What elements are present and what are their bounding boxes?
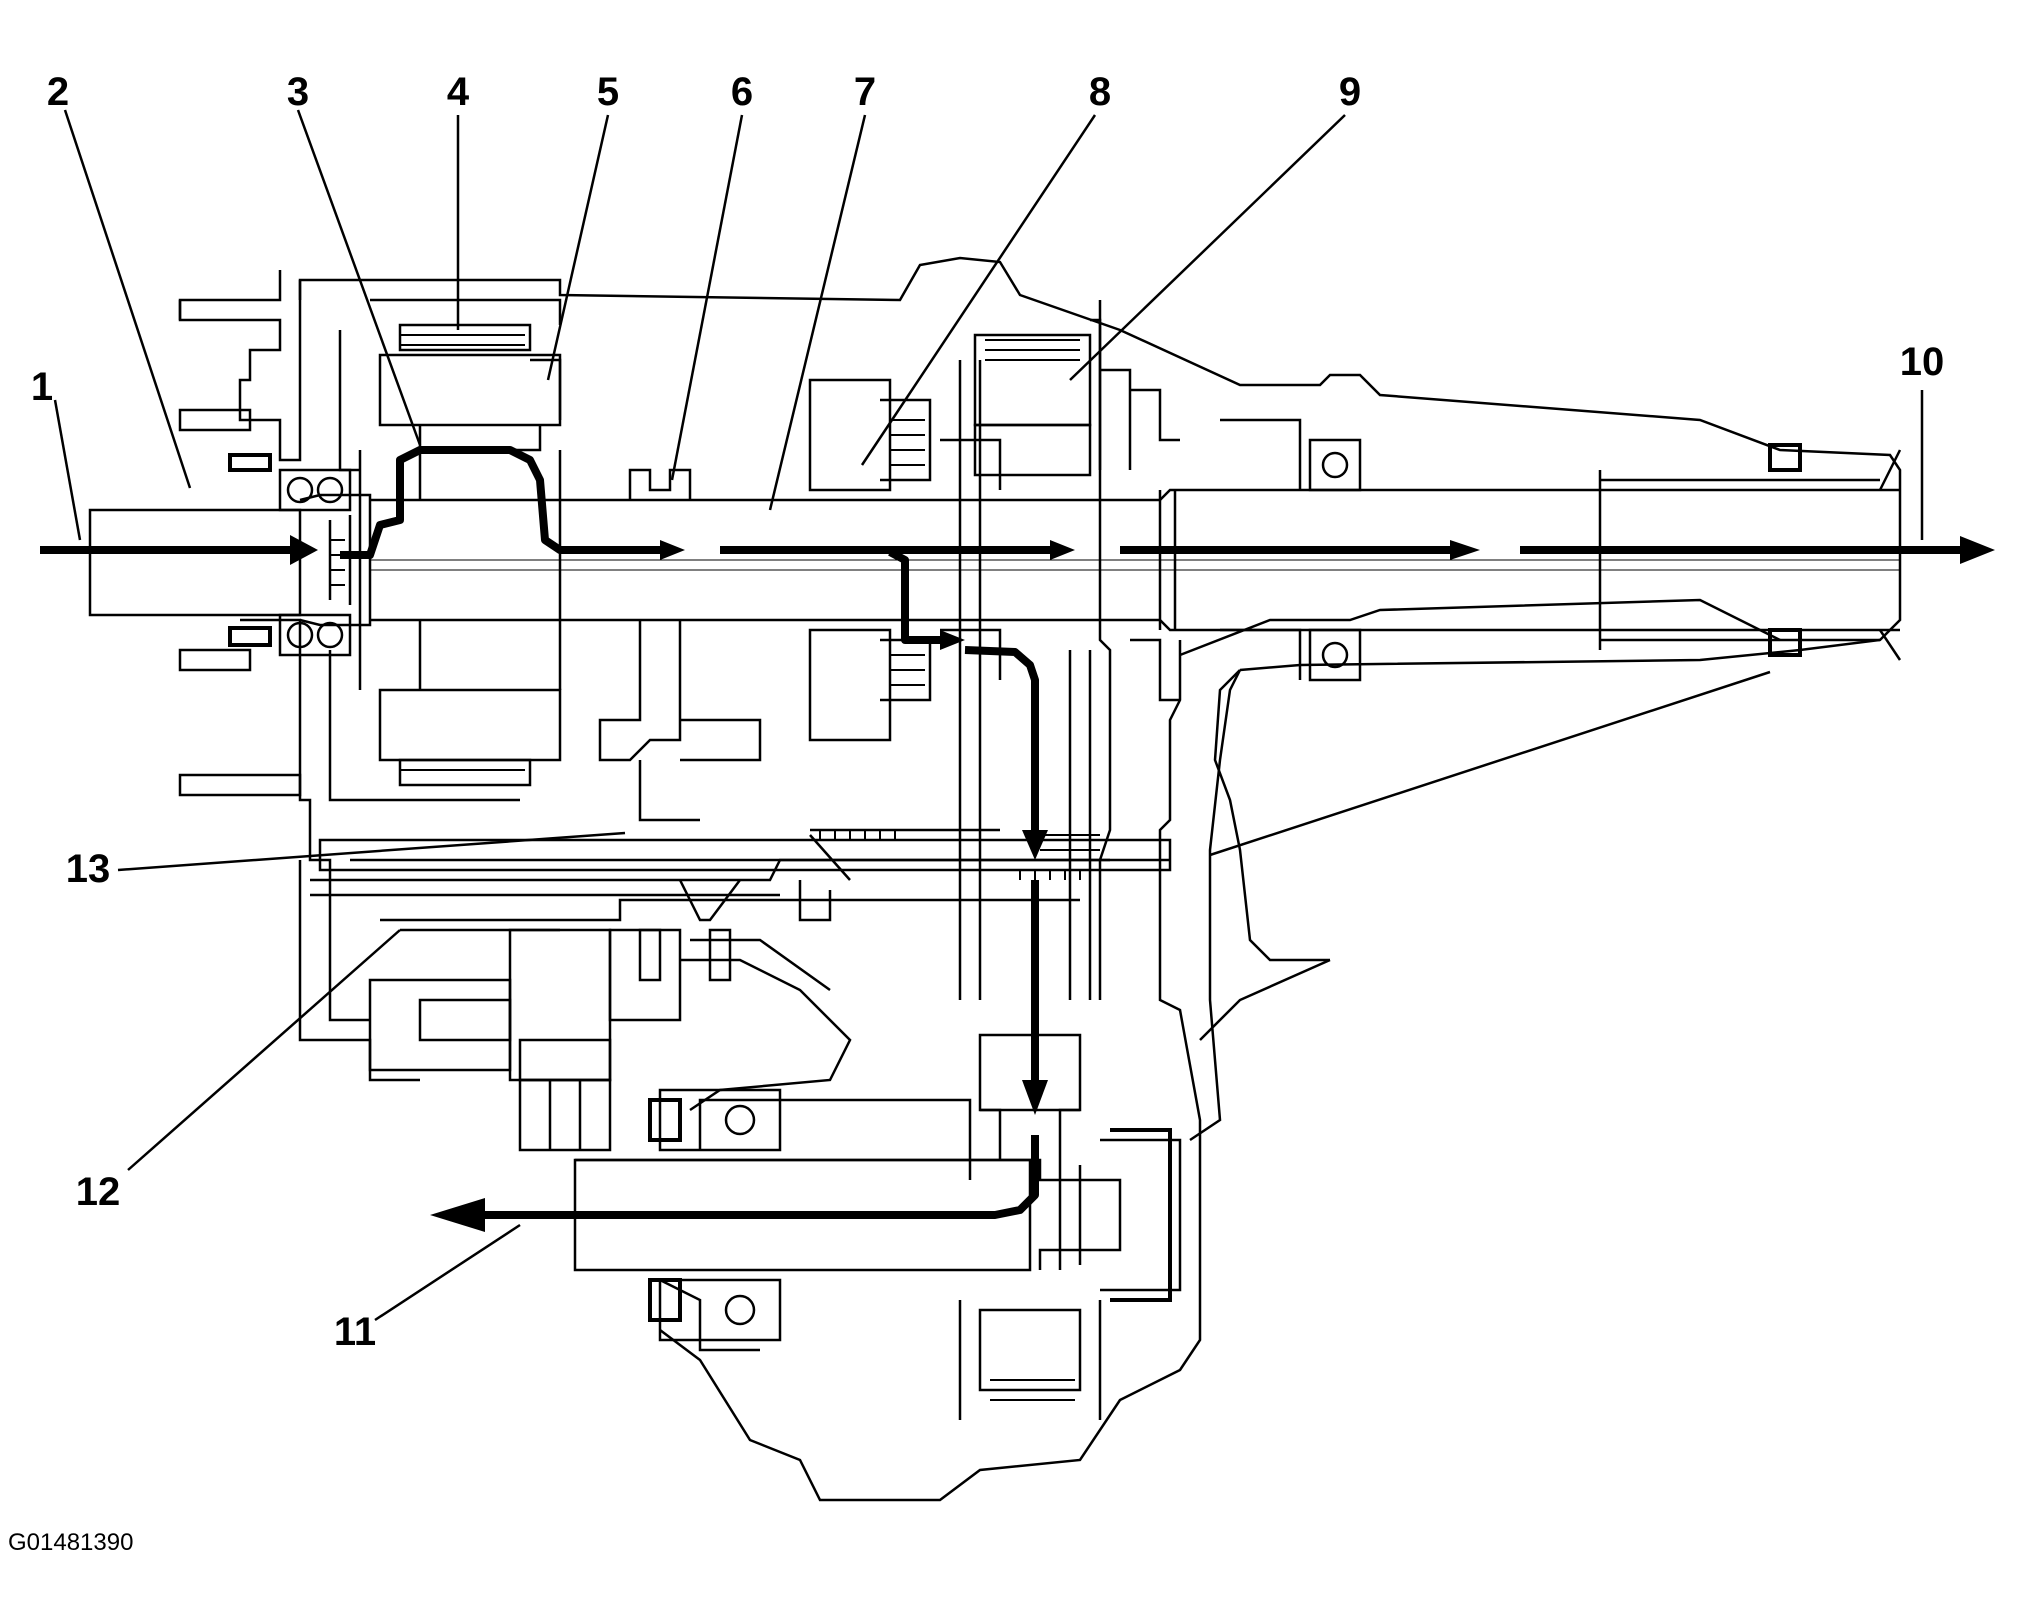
planetary-flow-arrowhead bbox=[660, 540, 685, 560]
front-output-shaft bbox=[575, 1088, 1182, 1342]
callout-8: 8 bbox=[1089, 70, 1111, 114]
clutch-flow-arrowhead bbox=[940, 630, 965, 650]
mainshaft-flow-arrowhead-2 bbox=[1450, 540, 1480, 560]
leader-11b bbox=[1209, 670, 1771, 857]
driven-sprocket-flow-arrowhead bbox=[1022, 1080, 1048, 1115]
callout-7: 7 bbox=[854, 70, 876, 114]
callout-5: 5 bbox=[597, 70, 619, 114]
mainshaft-flow-arrowhead-1 bbox=[1050, 540, 1075, 560]
leader-7 bbox=[768, 114, 867, 511]
callout-3: 3 bbox=[287, 70, 309, 114]
planetary-gearset bbox=[328, 298, 562, 802]
leader-8 bbox=[860, 114, 1097, 466]
callout-13: 13 bbox=[66, 847, 111, 891]
main-shaft bbox=[88, 449, 1902, 661]
input-flow-arrowhead bbox=[290, 535, 318, 565]
leader-lines bbox=[53, 109, 1924, 1322]
leader-3 bbox=[296, 109, 422, 446]
callout-6: 6 bbox=[731, 70, 753, 114]
leader-2 bbox=[63, 109, 192, 489]
rear-output-arrowhead bbox=[1960, 536, 1995, 564]
leader-12 bbox=[127, 929, 401, 1171]
leader-13 bbox=[117, 831, 626, 872]
clutch-pack bbox=[808, 318, 1180, 742]
shift-rail-and-oil-pump bbox=[318, 828, 1172, 1152]
drive-chain bbox=[958, 650, 1102, 1420]
callout-11: 11 bbox=[334, 1310, 376, 1354]
leader-11 bbox=[374, 1223, 521, 1322]
callout-labels: 1 2 3 4 5 6 7 8 9 10 11 12 13 bbox=[31, 70, 1944, 1354]
figure-id: G01481390 bbox=[8, 1529, 133, 1556]
leader-9 bbox=[1069, 114, 1346, 381]
callout-2: 2 bbox=[47, 70, 69, 114]
power-flow-path bbox=[40, 446, 1995, 1232]
range-shift-collar bbox=[598, 468, 762, 822]
input-bearings bbox=[228, 453, 352, 657]
front-output-arrowhead bbox=[430, 1198, 485, 1232]
callout-12: 12 bbox=[76, 1170, 121, 1214]
leader-1 bbox=[53, 399, 82, 541]
leader-6 bbox=[670, 114, 744, 481]
rear-bearings bbox=[1220, 418, 1802, 682]
housing-outline bbox=[178, 256, 1902, 1502]
callout-9: 9 bbox=[1339, 70, 1361, 114]
chain-flow-arrowhead bbox=[1022, 830, 1048, 860]
callout-1: 1 bbox=[31, 365, 53, 409]
callout-10: 10 bbox=[1900, 340, 1945, 384]
callout-4: 4 bbox=[447, 70, 470, 114]
leader-5 bbox=[546, 114, 610, 381]
